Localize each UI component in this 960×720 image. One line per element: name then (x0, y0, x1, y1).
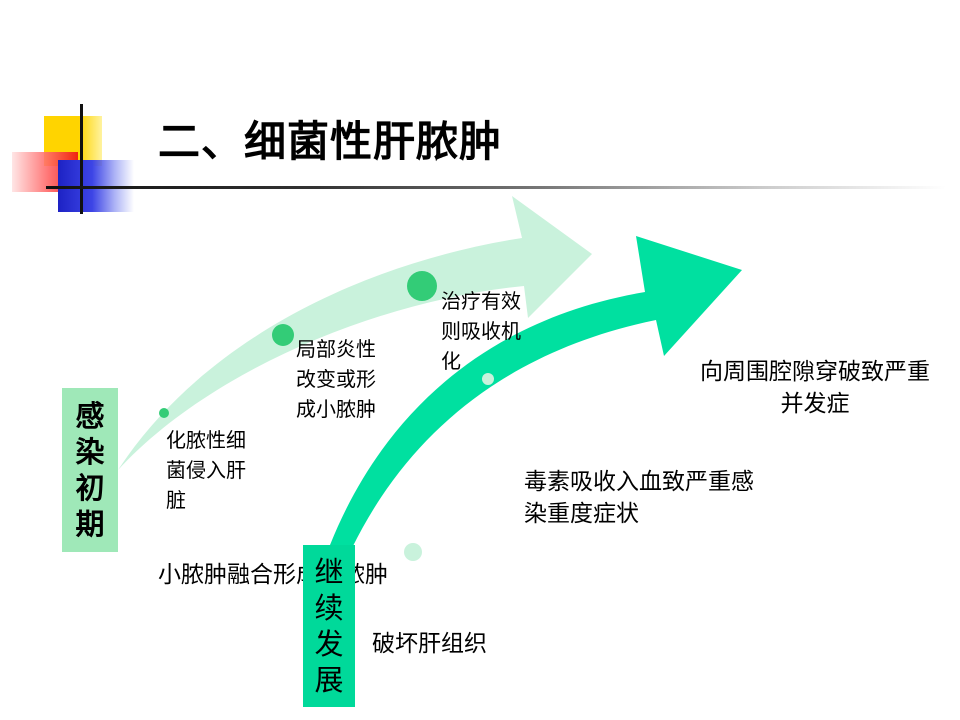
step-treatment-effective: 治疗有效 则吸收机 化 (441, 289, 521, 373)
node-3 (407, 271, 437, 301)
node-4 (482, 373, 494, 385)
stage-box-progression-char: 续 (314, 591, 344, 625)
stage-box-initial: 感 染 初 期 (62, 388, 118, 552)
step-perforation: 向周围腔隙穿破致严重 并发症 (700, 359, 930, 417)
light-arrow (118, 196, 592, 470)
stage-box-initial-char: 期 (75, 507, 105, 541)
step-local-inflammation: 局部炎性 改变或形 成小脓肿 (296, 337, 376, 421)
slide-title: 二、细菌性肝脓肿 (158, 117, 503, 166)
stage-box-initial-char: 初 (75, 471, 105, 505)
step-invade-liver: 化脓性细 菌侵入肝 脏 (166, 428, 246, 512)
stage-box-progression: 继 续 发 展 (303, 545, 355, 707)
stage-box-initial-char: 感 (75, 399, 105, 433)
stage-box-progression-char: 展 (314, 663, 344, 697)
stage-box-progression-char: 继 (314, 555, 344, 589)
step-toxin-blood: 毒素吸收入血致严重感 染重度症状 (524, 469, 754, 527)
node-1 (159, 408, 169, 418)
strong-arrow (330, 236, 742, 548)
node-5 (404, 543, 422, 561)
stage-box-progression-char: 发 (314, 627, 344, 661)
title-underline (46, 186, 946, 189)
step-destroy-liver: 破坏肝组织 (372, 631, 487, 657)
logo-vertical-line (80, 104, 83, 214)
stage-box-initial-char: 染 (75, 435, 105, 469)
node-2 (272, 324, 294, 346)
